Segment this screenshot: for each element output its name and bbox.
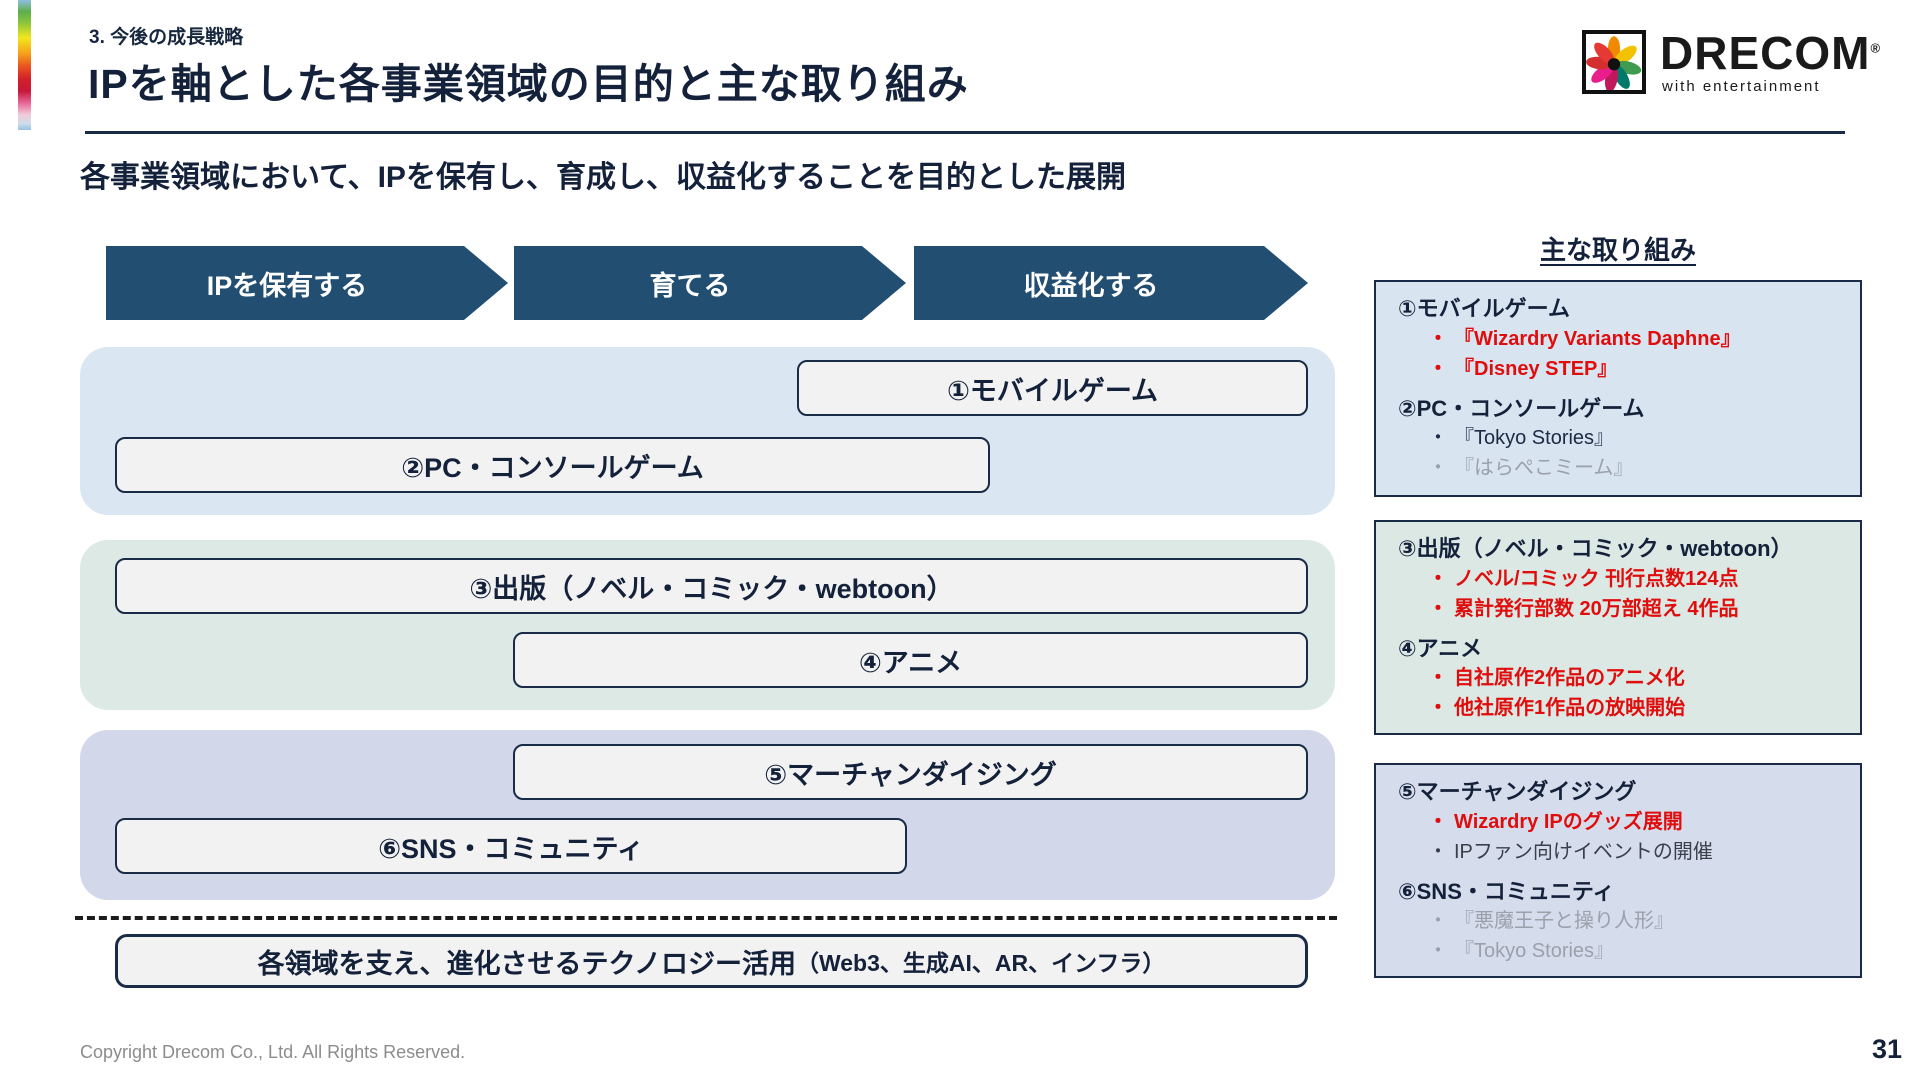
initiative-bullet: ・Wizardry IPのグッズ展開 bbox=[1376, 807, 1860, 837]
box-publishing: ③出版（ノベル・コミック・webtoon） bbox=[115, 558, 1308, 614]
registered-mark: ® bbox=[1870, 40, 1882, 56]
technology-label: 各領域を支え、進化させるテクノロジー活用 bbox=[257, 948, 796, 979]
initiative-bullet: ・他社原作1作品の放映開始 bbox=[1376, 693, 1860, 723]
initiative-bullet: ・自社原作2作品のアニメ化 bbox=[1376, 663, 1860, 693]
copyright-text: Copyright Drecom Co., Ltd. All Rights Re… bbox=[80, 1042, 466, 1062]
box-anime: ④アニメ bbox=[513, 632, 1308, 688]
initiative-heading: ④アニメ bbox=[1398, 635, 1483, 661]
process-arrow-own-ip: IPを保有する bbox=[106, 246, 508, 320]
process-arrow-label: 収益化する bbox=[1023, 270, 1159, 301]
bullet-icon: ・ bbox=[1428, 810, 1448, 833]
box-pc-console-game: ②PC・コンソールゲーム bbox=[115, 437, 990, 493]
initiatives-panel-merch-sns: ⑤マーチャンダイジング ・Wizardry IPのグッズ展開 ・IPファン向けイ… bbox=[1374, 763, 1862, 978]
process-arrow-monetize: 収益化する bbox=[914, 246, 1308, 320]
bullet-icon: ・ bbox=[1428, 840, 1448, 863]
initiative-bullet: ・『悪魔王子と操り人形』 bbox=[1376, 906, 1860, 936]
bullet-icon: ・ bbox=[1428, 667, 1448, 690]
slide-subtitle: 各事業領域において、IPを保有し、育成し、収益化することを目的とした展開 bbox=[80, 161, 1126, 194]
initiative-heading: ①モバイルゲーム bbox=[1398, 296, 1570, 321]
box-sns-community: ⑥SNS・コミュニティ bbox=[115, 818, 907, 874]
dashed-separator bbox=[75, 916, 1337, 920]
initiative-section: ⑥SNS・コミュニティ ・『悪魔王子と操り人形』 ・『Tokyo Stories… bbox=[1376, 877, 1860, 967]
initiative-bullet: ・『Tokyo Stories』 bbox=[1376, 423, 1860, 453]
initiative-bullet: ・『はらぺこミーム』 bbox=[1376, 453, 1860, 483]
initiative-bullet: ・『Disney STEP』 bbox=[1376, 354, 1860, 384]
logo-wordmark: DRECOM bbox=[1660, 27, 1871, 79]
initiative-bullet: ・『Wizardry Variants Daphne』 bbox=[1376, 324, 1860, 354]
bullet-icon: ・ bbox=[1428, 357, 1448, 380]
bullet-icon: ・ bbox=[1428, 597, 1448, 620]
initiative-bullet: ・ノベル/コミック 刊行点数124点 bbox=[1376, 564, 1860, 594]
logo-text: DRECOM® with entertainment bbox=[1660, 30, 1881, 95]
initiatives-title: 主な取り組み bbox=[1539, 235, 1696, 265]
process-arrow-grow: 育てる bbox=[514, 246, 906, 320]
initiative-heading: ③出版（ノベル・コミック・webtoon） bbox=[1398, 536, 1793, 561]
bullet-icon: ・ bbox=[1428, 327, 1448, 350]
box-technology: 各領域を支え、進化させるテクノロジー活用（Web3、生成AI、AR、インフラ） bbox=[115, 934, 1308, 988]
box-mobile-game: ①モバイルゲーム bbox=[797, 360, 1308, 416]
initiative-bullet: ・累計発行部数 20万部超え 4作品 bbox=[1376, 594, 1860, 624]
title-divider bbox=[85, 131, 1845, 134]
drecom-flower-icon bbox=[1582, 30, 1646, 94]
page-number: 31 bbox=[1871, 1034, 1902, 1064]
drecom-logo: DRECOM® with entertainment bbox=[1582, 30, 1881, 95]
bullet-icon: ・ bbox=[1428, 940, 1448, 963]
logo-tagline: with entertainment bbox=[1662, 78, 1821, 95]
initiative-heading: ②PC・コンソールゲーム bbox=[1398, 395, 1645, 421]
bullet-icon: ・ bbox=[1428, 427, 1448, 450]
initiative-heading: ⑥SNS・コミュニティ bbox=[1398, 878, 1615, 904]
decorative-color-strip bbox=[18, 0, 31, 130]
page-title: IPを軸とした各事業領域の目的と主な取り組み bbox=[88, 61, 969, 107]
process-arrow-label: 育てる bbox=[649, 270, 731, 301]
initiative-section: ⑤マーチャンダイジング ・Wizardry IPのグッズ展開 ・IPファン向けイ… bbox=[1376, 777, 1860, 867]
technology-detail: （Web3、生成AI、AR、インフラ） bbox=[795, 950, 1166, 976]
box-merchandising: ⑤マーチャンダイジング bbox=[513, 744, 1308, 800]
initiative-bullet: ・IPファン向けイベントの開催 bbox=[1376, 837, 1860, 867]
bullet-icon: ・ bbox=[1428, 697, 1448, 720]
initiative-bullet: ・『Tokyo Stories』 bbox=[1376, 936, 1860, 966]
initiatives-panel-publishing-anime: ③出版（ノベル・コミック・webtoon） ・ノベル/コミック 刊行点数124点… bbox=[1374, 520, 1862, 735]
initiative-heading: ⑤マーチャンダイジング bbox=[1398, 779, 1637, 804]
initiative-section: ③出版（ノベル・コミック・webtoon） ・ノベル/コミック 刊行点数124点… bbox=[1376, 534, 1860, 624]
bullet-icon: ・ bbox=[1428, 457, 1448, 480]
initiatives-panel-games: ①モバイルゲーム ・『Wizardry Variants Daphne』 ・『D… bbox=[1374, 280, 1862, 497]
process-arrow-label: IPを保有する bbox=[206, 270, 368, 301]
bullet-icon: ・ bbox=[1428, 910, 1448, 933]
section-label: 3. 今後の成長戦略 bbox=[89, 27, 244, 48]
initiative-section: ②PC・コンソールゲーム ・『Tokyo Stories』 ・『はらぺこミーム』 bbox=[1376, 394, 1860, 484]
initiative-section: ①モバイルゲーム ・『Wizardry Variants Daphne』 ・『D… bbox=[1376, 294, 1860, 384]
bullet-icon: ・ bbox=[1428, 567, 1448, 590]
initiative-section: ④アニメ ・自社原作2作品のアニメ化 ・他社原作1作品の放映開始 bbox=[1376, 634, 1860, 724]
